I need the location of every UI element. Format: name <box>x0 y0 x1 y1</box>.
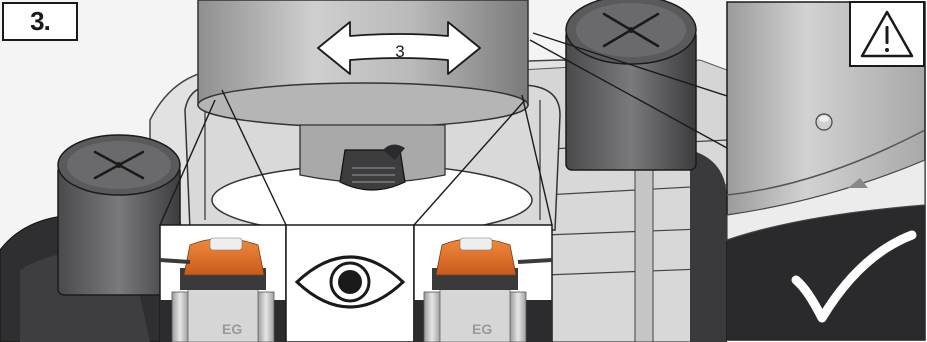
svg-text:EG: EG <box>472 321 492 337</box>
router-inset-right: EG <box>414 225 552 342</box>
rotation-arrow-label: 3 <box>388 42 412 62</box>
right-knob <box>566 0 696 170</box>
step-number-label: 3. <box>2 2 78 41</box>
svg-text:EG: EG <box>222 321 242 337</box>
warning-triangle-icon <box>850 2 924 66</box>
router-inset-left: EG <box>160 225 286 342</box>
inspection-panel <box>286 225 414 342</box>
